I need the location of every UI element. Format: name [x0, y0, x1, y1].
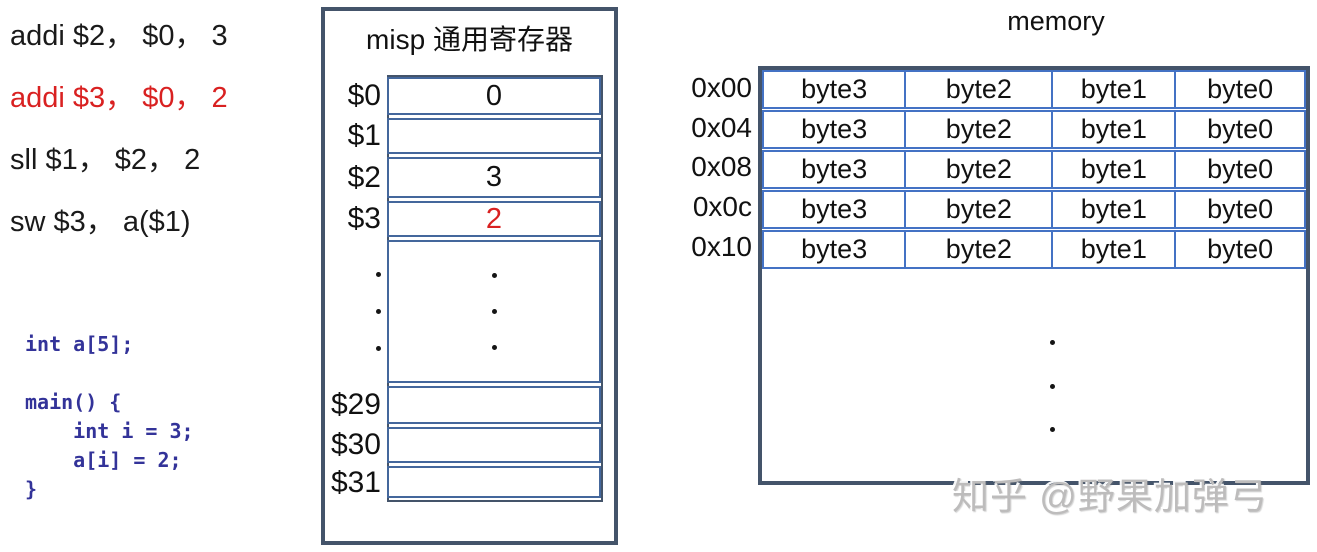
memory-byte-cell: byte0 [1174, 152, 1304, 187]
memory-byte-cell: byte2 [904, 192, 1051, 227]
register-label: $0 [347, 79, 381, 112]
asm-line-sll: sll $1， $2， 2 [10, 144, 201, 176]
register-value-ellipsis [387, 240, 601, 383]
memory-byte-cell: byte2 [904, 232, 1051, 267]
memory-byte-cell: byte3 [801, 194, 868, 224]
memory-word-row-0x04: byte3 byte2 byte1 byte0 [762, 110, 1306, 149]
register-row-2: $2 3 [348, 157, 601, 198]
register-table: $0 0 $1 $2 3 $3 2 [331, 75, 603, 502]
memory-address-0x08: 0x08 [691, 151, 752, 182]
ellipsis-dot [491, 345, 497, 350]
register-row-1: $1 [348, 118, 601, 154]
asm-line-sw: sw $3， a($1) [10, 206, 191, 238]
c-source-code: int a[5]; main() { int i = 3; a[i] = 2; … [25, 332, 194, 501]
memory-byte-cell: byte2 [904, 72, 1051, 107]
register-value: 3 [387, 157, 601, 198]
ellipsis-dot [491, 273, 497, 278]
memory-byte-cell: byte0 [1174, 192, 1304, 227]
memory-byte-cell: byte2 [904, 152, 1051, 187]
ellipsis-dot [1050, 383, 1055, 389]
ellipsis-dot [1050, 427, 1055, 432]
register-label: $1 [347, 119, 381, 152]
memory-title: memory [1007, 6, 1105, 36]
assembly-code-block: addi $2， $0， 3 addi $3， $0， 2 sll $1， $2… [10, 2, 228, 250]
memory-byte-cell: byte1 [1051, 192, 1174, 227]
memory-byte-cell: byte1 [1051, 232, 1174, 267]
register-row-29: $29 [331, 386, 601, 424]
ellipsis-dot [376, 309, 381, 314]
memory-address-0x00: 0x00 [691, 72, 752, 103]
ellipsis-dot [376, 346, 381, 351]
memory-byte-cell: byte1 [1051, 72, 1174, 107]
register-value [387, 386, 601, 424]
register-panel-title: misp 通用寄存器 [366, 24, 573, 55]
register-label: $2 [347, 160, 381, 194]
memory-word-row-0x10: byte3 byte2 byte1 byte0 [762, 230, 1306, 269]
register-value: 0 [387, 77, 601, 115]
register-row-30: $30 [331, 427, 601, 463]
memory-byte-cell: byte3 [801, 114, 868, 144]
memory-word-row-0x00: byte3 byte2 byte1 byte0 [762, 70, 1306, 109]
memory-rows: byte3 byte2 byte1 byte0 byte3 byte2 byte… [762, 70, 1306, 269]
register-row-31: $31 [331, 466, 601, 500]
memory-word-row-0x08: byte3 byte2 byte1 byte0 [762, 150, 1306, 189]
register-row-3: $3 2 [348, 201, 601, 237]
memory-byte-cell: byte3 [801, 154, 868, 184]
register-ellipsis-row [376, 240, 601, 383]
register-value [387, 427, 601, 463]
memory-word-row-0x0c: byte3 byte2 byte1 byte0 [762, 190, 1306, 229]
zhihu-watermark: 知乎 @野果加弹弓 [952, 476, 1268, 517]
register-label: $29 [330, 388, 381, 421]
memory-byte-cell: byte0 [1174, 232, 1304, 267]
memory-byte-cell: byte3 [801, 74, 868, 104]
ellipsis-dot [376, 272, 381, 277]
memory-address-0x04: 0x04 [691, 112, 752, 143]
asm-line-addi-3-highlighted: addi $3， $0， 2 [10, 82, 228, 114]
register-label-ellipsis [325, 240, 387, 383]
register-label: $31 [330, 466, 381, 499]
register-value [387, 118, 601, 154]
memory-byte-cell: byte0 [1174, 72, 1304, 107]
ellipsis-dot [1050, 340, 1055, 345]
memory-byte-cell: byte2 [904, 112, 1051, 147]
memory-table: byte3 byte2 byte1 byte0 byte3 byte2 byte… [758, 66, 1310, 485]
memory-address-0x10: 0x10 [691, 231, 752, 262]
memory-byte-cell: byte0 [1174, 112, 1304, 147]
asm-line-addi-2: addi $2， $0， 3 [10, 20, 228, 52]
register-label: $30 [330, 428, 381, 461]
memory-byte-cell: byte3 [801, 234, 868, 264]
memory-address-0x0c: 0x0c [692, 191, 752, 222]
register-file-panel: misp 通用寄存器 $0 0 $1 $2 3 $3 2 [321, 7, 618, 545]
memory-byte-cell: byte1 [1051, 152, 1174, 187]
register-value [387, 466, 601, 498]
register-value-highlighted: 2 [387, 201, 601, 237]
ellipsis-dot [491, 309, 497, 314]
register-row-0: $0 0 [348, 77, 601, 115]
register-label: $3 [347, 202, 381, 235]
memory-ellipsis [1050, 340, 1055, 432]
memory-byte-cell: byte1 [1051, 112, 1174, 147]
